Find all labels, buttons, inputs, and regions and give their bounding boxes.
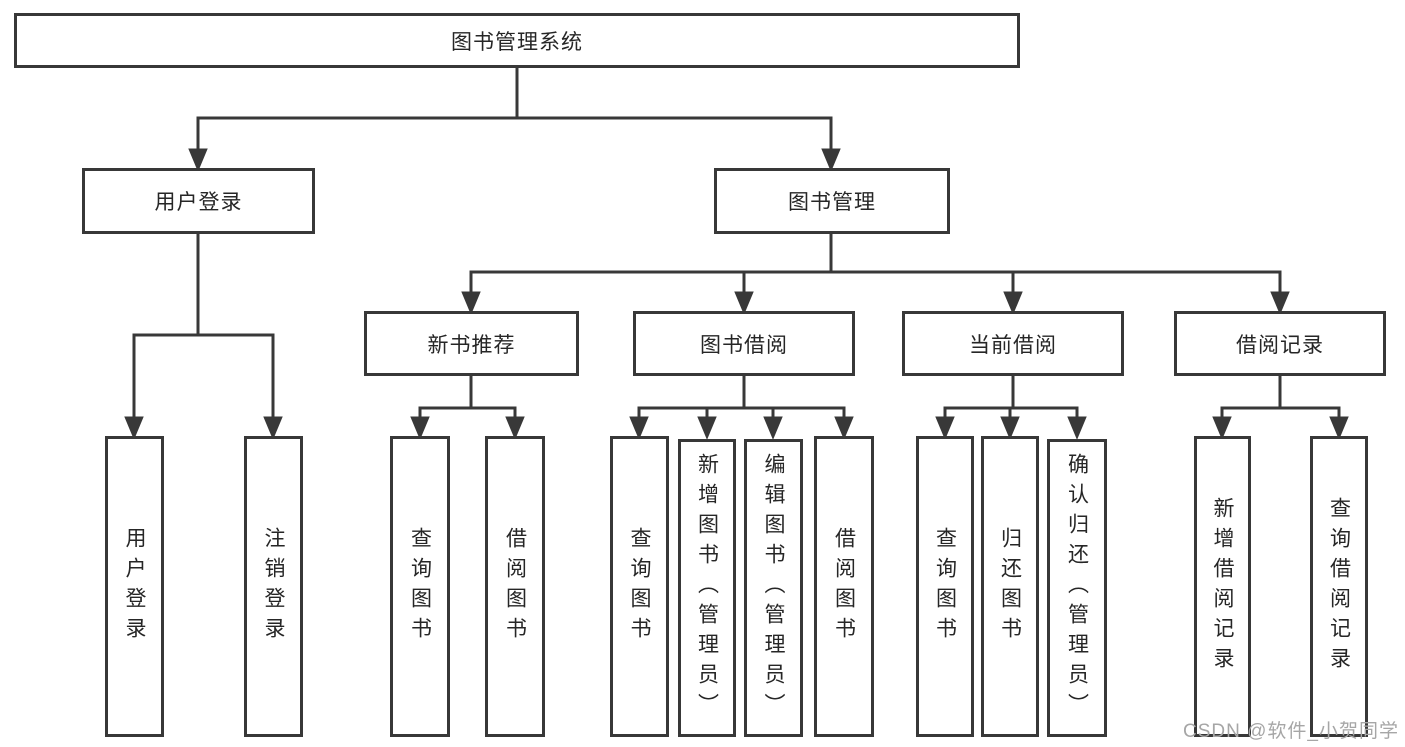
leaf-confirm-return-admin: 确认归还（管理员） [1047,439,1107,737]
connector-root-to-level2 [188,67,841,172]
leaf-query-borrow-record: 查询借阅记录 [1310,436,1368,737]
leaf-borrow-books-recommend: 借阅图书 [485,436,545,737]
node-book-borrowing-label: 图书借阅 [700,333,788,357]
connector-current-borrow-branch [935,376,1087,440]
leaf-add-borrow-record: 新增借阅记录 [1194,436,1251,737]
leaf-query-books-current-label: 查询图书 [933,526,957,647]
connector-book-mgmt-to-level3 [461,233,1290,315]
node-current-borrowing: 当前借阅 [902,311,1124,376]
watermark: CSDN @软件_小贺同学 [1183,721,1399,742]
leaf-edit-books-admin-label: 编辑图书（管理员） [762,453,785,723]
node-library-system-label: 图书管理系统 [451,30,583,54]
node-user-login-group-label: 用户登录 [154,191,243,214]
connector-book-borrow-branch [629,376,854,440]
node-borrow-records: 借阅记录 [1174,311,1386,376]
leaf-query-books-recommend-label: 查询图书 [408,526,432,647]
leaf-borrow-books-recommend-label: 借阅图书 [503,526,527,647]
leaf-query-books-borrowing: 查询图书 [610,436,669,737]
node-book-borrowing: 图书借阅 [633,311,855,376]
connector-borrow-records-branch [1212,376,1349,440]
leaf-query-books-recommend: 查询图书 [390,436,450,737]
leaf-query-books-borrowing-label: 查询图书 [628,526,651,647]
leaf-return-books: 归还图书 [981,436,1039,737]
node-new-book-recommend-label: 新书推荐 [427,333,516,357]
leaf-return-books-label: 归还图书 [998,526,1022,647]
leaf-query-borrow-record-label: 查询借阅记录 [1327,496,1351,677]
node-new-book-recommend: 新书推荐 [364,311,579,376]
leaf-borrow-books-borrowing: 借阅图书 [814,436,874,737]
leaf-user-login: 用户登录 [105,436,164,737]
node-library-system: 图书管理系统 [14,13,1020,68]
node-borrow-records-label: 借阅记录 [1236,333,1324,357]
leaf-query-books-current: 查询图书 [916,436,974,737]
connector-new-books-branch [410,376,525,440]
leaf-edit-books-admin: 编辑图书（管理员） [744,439,803,737]
connector-user-login-branch [124,233,283,440]
leaf-borrow-books-borrowing-label: 借阅图书 [832,526,856,647]
node-user-login-group: 用户登录 [82,168,315,234]
node-book-management: 图书管理 [714,168,950,234]
leaf-logout: 注销登录 [244,436,303,737]
node-current-borrowing-label: 当前借阅 [969,333,1057,357]
leaf-confirm-return-admin-label: 确认归还（管理员） [1065,453,1089,723]
leaf-add-books-admin: 新增图书（管理员） [678,439,736,737]
leaf-add-borrow-record-label: 新增借阅记录 [1211,496,1234,677]
leaf-logout-label: 注销登录 [262,526,285,647]
node-book-management-label: 图书管理 [788,191,876,214]
leaf-user-login-label: 用户登录 [123,526,146,647]
leaf-add-books-admin-label: 新增图书（管理员） [695,453,719,723]
